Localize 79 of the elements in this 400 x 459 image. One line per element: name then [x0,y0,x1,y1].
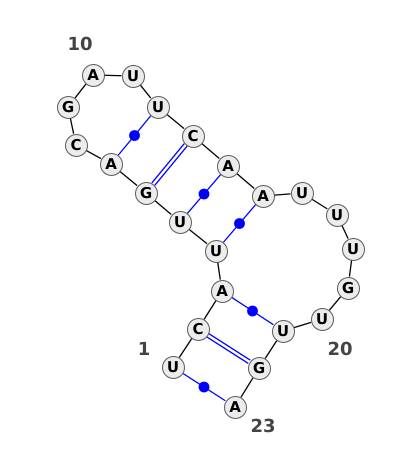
nucleotide-circle [210,280,234,302]
nucleotide-letter: U [126,68,140,84]
nucleotide-circle [122,64,144,88]
base-pair-line [187,174,221,214]
nucleotide-circle [336,276,360,300]
nucleotide-circle [290,182,314,204]
nucleotide-circle [204,240,228,262]
nucleotide-letter: U [152,100,164,114]
backbone-line [201,143,220,159]
base-pair-line [231,296,274,326]
backbone-line [166,114,185,130]
nucleotide-letter: G [62,100,74,114]
nucleotide-circle [162,356,184,378]
backbone-line [236,173,255,189]
backbone-line [204,300,216,320]
backbone-line [348,260,352,277]
base-pair-line [182,372,226,402]
backbone-line [240,377,254,398]
base-pair-line [118,115,152,156]
nucleotide-letter: G [252,360,266,376]
nucleotide-letter: U [166,360,180,374]
backbone-line [104,74,122,76]
nucleotide-letter: U [276,324,290,338]
backbone-line [154,200,172,216]
nucleotide-circle [272,320,294,342]
nucleotide-letter: A [87,68,99,82]
nucleotide-letter: A [257,188,269,204]
nucleotide-circle [186,318,210,340]
backbone-line [140,84,152,98]
backbone-line [178,338,192,358]
backbone-line [217,262,221,280]
nucleotide-circle [182,124,204,148]
backbone-line [86,150,102,160]
nucleotide-letter: C [187,128,198,144]
nucleotide-letter: A [105,156,117,172]
nucleotide-circle [310,308,334,330]
nucleotide-circle [64,134,88,156]
nucleotide-letter: U [174,214,186,230]
nucleotide-circle [100,152,122,176]
backbone-line [70,118,74,134]
nucleotide-circle [326,204,348,226]
nucleotide-letter: C [70,138,82,152]
nucleotide-circle [56,96,80,118]
nucleotide-circle [248,356,270,380]
nucleotide-letter: A [216,284,228,298]
nucleotide-letter: A [229,400,241,414]
base-pair-line [151,143,188,186]
backbone-line [311,198,328,210]
nucleotide-circle [342,238,364,260]
nucleotide-circle [134,182,158,204]
nucleotide-circle [168,210,192,234]
backbone-line [264,340,278,359]
base-pair-line [206,332,251,364]
backbone-line [74,84,86,98]
nucleotide-letter: U [210,244,222,258]
nucleotide-letter: U [296,186,308,200]
backbone-line [294,322,312,328]
nucleotide-letter: U [330,208,344,222]
nucleotide-circle [216,154,240,178]
position-number: 20 [327,341,353,359]
backbone-line [188,228,208,244]
nucleotide-letter: A [222,158,234,174]
nucleotide-letter: C [192,322,204,336]
base-pair-line [222,204,256,243]
backbone-line [274,193,291,196]
position-number: 23 [250,418,276,436]
position-number: 10 [67,36,93,54]
nucleotide-circle [252,184,274,208]
backbone-line [328,296,342,311]
backbone-line [119,170,138,186]
nucleotide-letter: U [346,242,360,256]
nucleotide-circle [224,396,246,418]
nucleotide-letter: G [140,186,152,200]
backbone-line [341,225,349,239]
nucleotide-letter: U [316,312,328,326]
position-number: 1 [138,341,150,359]
nucleotide-letter: G [342,280,354,296]
nucleotide-circle [82,64,104,86]
nucleotide-circle [146,96,170,118]
